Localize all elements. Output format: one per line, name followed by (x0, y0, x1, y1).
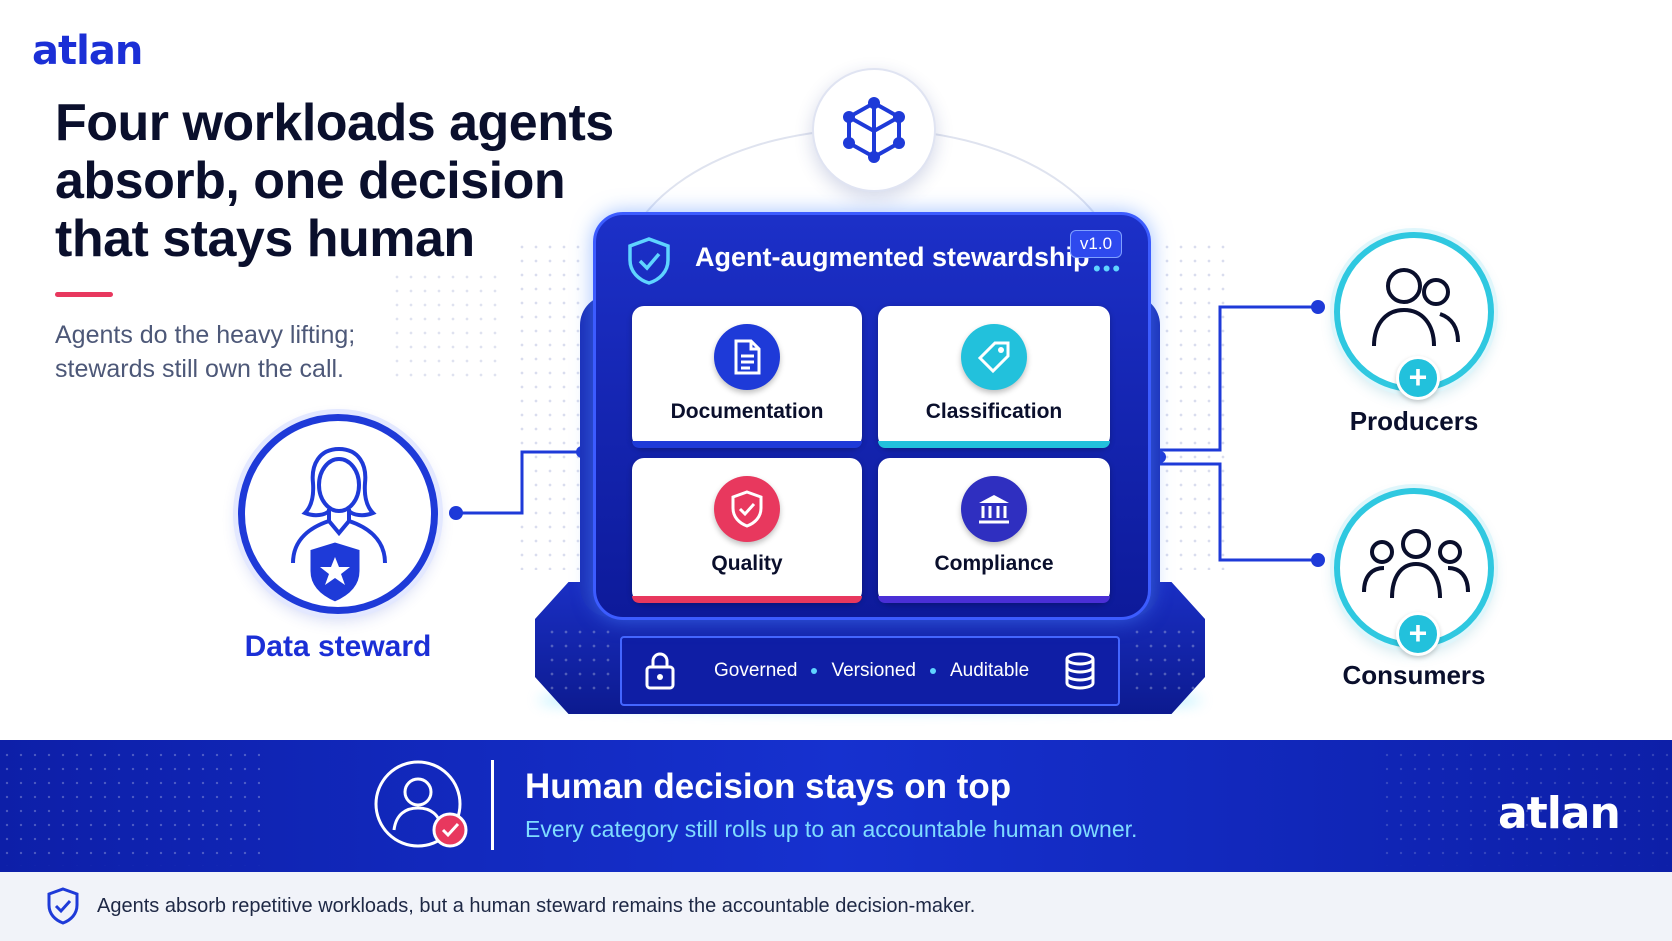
add-producer-icon[interactable]: + (1396, 356, 1440, 400)
document-icon (714, 324, 780, 390)
shield-check-icon (628, 237, 670, 285)
tag-icon (961, 324, 1027, 390)
separator-dot (811, 668, 818, 674)
band-subtitle: Every category still rolls up to an acco… (525, 816, 1138, 842)
card-label: Classification (925, 400, 1063, 423)
card-accent-bar (878, 596, 1110, 603)
person-icon (291, 447, 387, 564)
title-underline (55, 292, 113, 297)
tag-governed: Governed (714, 660, 798, 681)
summary-band (0, 740, 1672, 872)
consumers-avatar[interactable]: + (1334, 488, 1494, 656)
card-quality[interactable]: Quality (632, 458, 862, 603)
title-line: that stays human (55, 210, 475, 268)
card-compliance[interactable]: Compliance (878, 458, 1110, 603)
lock-icon (645, 652, 675, 690)
card-accent-bar (878, 441, 1110, 448)
band-dots-left (0, 748, 260, 866)
band-divider (491, 760, 494, 850)
users-icon (1372, 268, 1460, 347)
base-dots-left (545, 625, 610, 695)
bank-icon (961, 476, 1027, 542)
star-badge-icon (307, 539, 363, 605)
footer-bar (0, 872, 1672, 941)
tag-versioned: Versioned (831, 660, 916, 681)
title-line: absorb, one decision (55, 152, 566, 210)
human-check-icon (374, 760, 468, 848)
network-cube-icon (843, 97, 905, 163)
footer-text: Agents absorb repetitive workloads, but … (97, 895, 976, 917)
group-icon (1362, 529, 1470, 599)
card-accent-bar (632, 441, 862, 448)
dot-pattern-left (515, 240, 585, 570)
atlan-logo: atlan (32, 28, 143, 74)
tag-auditable: Auditable (949, 660, 1030, 681)
agent-network-node (812, 68, 936, 192)
band-dots-right (1380, 748, 1672, 866)
panel-title: Agent-augmented stewardship (695, 242, 1090, 272)
consumers-label: Consumers (1342, 660, 1486, 690)
card-documentation[interactable]: Documentation (632, 306, 862, 448)
card-label: Quality (711, 552, 783, 575)
producers-label: Producers (1349, 406, 1479, 436)
add-consumer-icon[interactable]: + (1396, 612, 1440, 656)
platform-tags: Governed Versioned Auditable (714, 660, 1144, 682)
subtitle-line: Agents do the heavy lifting; (55, 321, 356, 349)
more-options-icon[interactable]: ••• (1093, 256, 1123, 281)
separator-dot (929, 668, 936, 674)
atlan-logo-footer: atlan (1498, 788, 1621, 839)
card-accent-bar (632, 596, 862, 603)
version-badge: v1.0 (1070, 230, 1122, 258)
data-steward-label: Data steward (244, 630, 432, 663)
shield-check-icon (714, 476, 780, 542)
shield-check-icon (47, 887, 79, 925)
database-icon (1065, 652, 1095, 690)
page-subtitle: Agents do the heavy lifting; stewards st… (55, 318, 475, 386)
card-label: Documentation (670, 400, 824, 423)
dot-pattern-right (1160, 240, 1230, 570)
producers-avatar[interactable]: + (1334, 232, 1494, 400)
card-classification[interactable]: Classification (878, 306, 1110, 448)
base-dots-right (1130, 625, 1195, 695)
dot-pattern-subtitle (390, 270, 500, 380)
page-title: Four workloads agents absorb, one decisi… (55, 94, 655, 268)
platform-base-panel (620, 636, 1120, 706)
title-line: Four workloads agents (55, 94, 614, 152)
band-title: Human decision stays on top (525, 767, 1012, 806)
subtitle-line: stewards still own the call. (55, 355, 345, 383)
card-label: Compliance (934, 552, 1054, 575)
data-steward-avatar[interactable] (238, 414, 438, 614)
